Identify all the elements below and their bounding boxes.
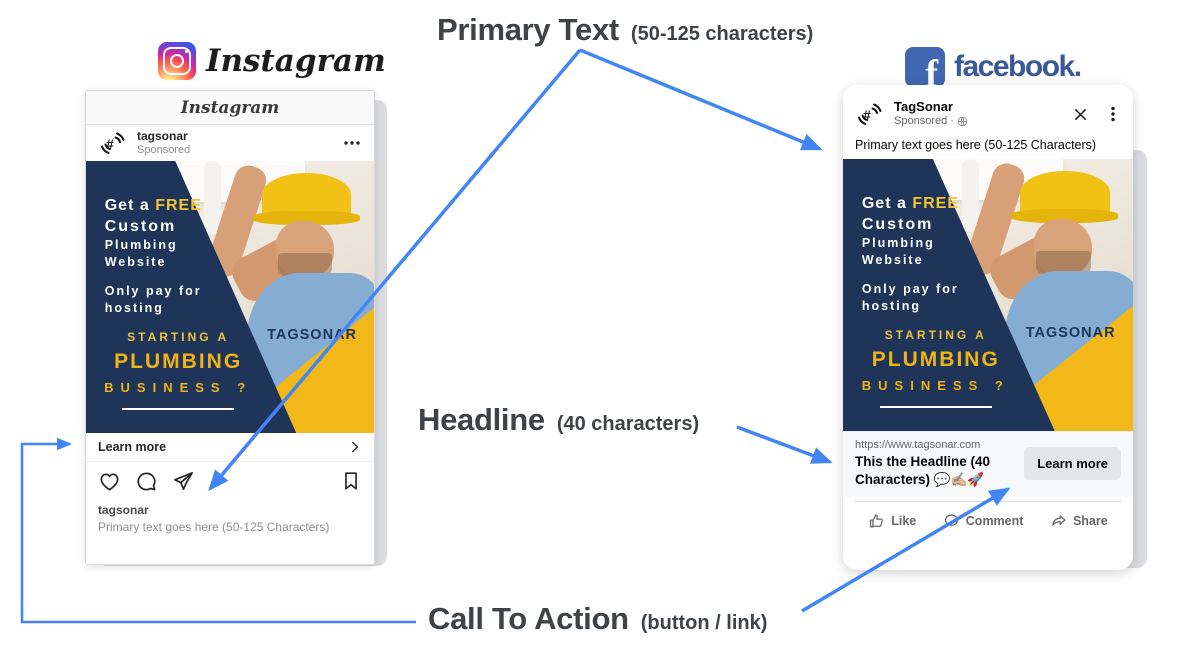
primary-text-title: Primary Text — [437, 12, 619, 47]
ad-creative-image[interactable]: Get a FREE Custom Plumbing Website Only … — [86, 161, 374, 433]
creative-brand: TAGSONAR — [1025, 324, 1116, 341]
instagram-caption-username[interactable]: tagsonar — [98, 503, 149, 517]
share-button[interactable]: Share — [1050, 512, 1108, 529]
photo-face — [1034, 218, 1093, 276]
headline-annotation: Headline (40 characters) — [418, 402, 699, 438]
tagline-bottom: BUSINESS ? — [104, 379, 253, 395]
photo-hard-hat — [1019, 171, 1110, 215]
comment-icon[interactable] — [135, 470, 158, 493]
chevron-right-icon — [348, 440, 362, 454]
offer-subline2: hosting — [104, 300, 164, 315]
tagline-underline — [879, 406, 992, 409]
tagline-big: PLUMBING — [114, 350, 243, 374]
facebook-ad-card: # TagSonar Sponsored · Pr — [843, 85, 1133, 570]
instagram-logo: Instagram — [158, 42, 386, 80]
tagsonar-avatar-icon: # — [858, 103, 882, 125]
offer-line4: Website — [104, 254, 167, 269]
instagram-avatar[interactable]: # — [98, 128, 128, 158]
close-icon[interactable] — [1072, 106, 1089, 123]
thumbs-up-icon — [870, 514, 884, 528]
more-options-icon[interactable] — [342, 133, 362, 153]
offer-line3: Plumbing — [861, 236, 935, 251]
bookmark-icon[interactable] — [340, 470, 362, 492]
tagline-block: STARTING A PLUMBING BUSINESS ? — [86, 328, 270, 411]
learn-more-button[interactable]: Learn more — [1024, 447, 1121, 481]
facebook-profile-row: # TagSonar Sponsored · — [843, 85, 1133, 133]
tagsonar-avatar-icon: # — [101, 132, 125, 154]
instagram-app-header: Instagram — [86, 91, 374, 125]
instagram-action-bar — [86, 462, 374, 500]
facebook-action-bar: Like Comment Share — [855, 501, 1121, 543]
instagram-ad-card: Instagram # tagsonar Sponsored — [85, 90, 375, 565]
tagline-small: STARTING A — [884, 328, 987, 343]
share-arrow-icon — [1052, 515, 1066, 526]
photo-hard-hat — [261, 173, 351, 217]
facebook-link-footer[interactable]: https://www.tagsonar.com This the Headli… — [843, 431, 1133, 498]
instagram-profile-row: # tagsonar Sponsored — [86, 125, 374, 161]
comment-button[interactable]: Comment — [943, 512, 1023, 529]
facebook-icon: f — [905, 47, 945, 87]
facebook-primary-text: Primary text goes here (50-125 Character… — [855, 138, 1097, 152]
offer-text-block: Get a FREE Custom Plumbing Website Only … — [105, 195, 202, 316]
arrow-primary-to-facebook — [579, 48, 823, 151]
facebook-logo: f facebook. — [905, 47, 1082, 87]
headline-title: Headline — [418, 402, 545, 437]
primary-text-annotation: Primary Text (50-125 characters) — [437, 12, 813, 48]
svg-text:#: # — [863, 107, 871, 123]
tagline-big: PLUMBING — [871, 348, 1000, 372]
instagram-username[interactable]: tagsonar — [137, 128, 188, 143]
facebook-display-url: https://www.tagsonar.com — [855, 439, 981, 451]
instagram-learn-more-label[interactable]: Learn more — [98, 440, 167, 454]
tagline-block: STARTING A PLUMBING BUSINESS ? — [843, 326, 1029, 409]
cta-annotation: Call To Action (button / link) — [428, 601, 767, 637]
like-button[interactable]: Like — [868, 512, 916, 529]
instagram-sponsored-label: Sponsored — [137, 143, 191, 156]
comment-bubble-icon — [944, 514, 958, 527]
share-plane-icon[interactable] — [172, 470, 195, 493]
offer-line2: Custom — [104, 218, 177, 236]
offer-line4: Website — [861, 252, 924, 267]
instagram-primary-text: Primary text goes here (50-125 Character… — [98, 520, 330, 535]
offer-highlight: FREE — [912, 195, 959, 212]
tagline-small: STARTING A — [127, 330, 230, 345]
cta-title: Call To Action — [428, 601, 629, 636]
facebook-page-name[interactable]: TagSonar — [894, 99, 953, 115]
photo-hat-brim — [1011, 209, 1119, 223]
offer-subline2: hosting — [861, 298, 921, 313]
more-vertical-icon[interactable] — [1105, 105, 1121, 123]
tagline-underline — [122, 408, 235, 411]
arrow-headline-to-facebook — [736, 425, 833, 464]
offer-highlight: FREE — [155, 197, 202, 214]
creative-brand: TAGSONAR — [267, 326, 358, 343]
svg-text:#: # — [106, 136, 114, 152]
offer-line3: Plumbing — [104, 238, 178, 253]
facebook-avatar[interactable]: # — [855, 99, 885, 129]
primary-text-subtitle: (50-125 characters) — [630, 23, 814, 45]
ad-creative-image[interactable]: Get a FREE Custom Plumbing Website Only … — [843, 159, 1133, 431]
instagram-learn-more-row[interactable]: Learn more — [86, 433, 374, 462]
instagram-icon — [158, 42, 196, 80]
headline-subtitle: (40 characters) — [556, 413, 700, 435]
instagram-wordmark: Instagram — [206, 43, 386, 79]
globe-icon — [957, 116, 968, 127]
facebook-wordmark: facebook. — [954, 50, 1082, 83]
tagline-bottom: BUSINESS ? — [861, 377, 1010, 393]
offer-line2: Custom — [861, 216, 934, 234]
offer-text-block: Get a FREE Custom Plumbing Website Only … — [862, 193, 959, 314]
facebook-sponsored-label: Sponsored · — [894, 115, 1063, 128]
offer-subline1: Only pay for — [861, 282, 959, 297]
offer-line1: Get a FREE — [861, 195, 959, 212]
photo-pipe — [961, 159, 980, 233]
offer-subline1: Only pay for — [104, 284, 202, 299]
offer-line1: Get a FREE — [104, 197, 202, 214]
cta-subtitle: (button / link) — [640, 612, 768, 634]
like-heart-icon[interactable] — [98, 470, 121, 493]
instagram-caption: tagsonar Primary text goes here (50-125 … — [86, 500, 374, 537]
facebook-headline: This the Headline (40 Characters) 💬✍🏼🚀 — [855, 454, 991, 487]
instagram-header-title: Instagram — [180, 97, 280, 118]
